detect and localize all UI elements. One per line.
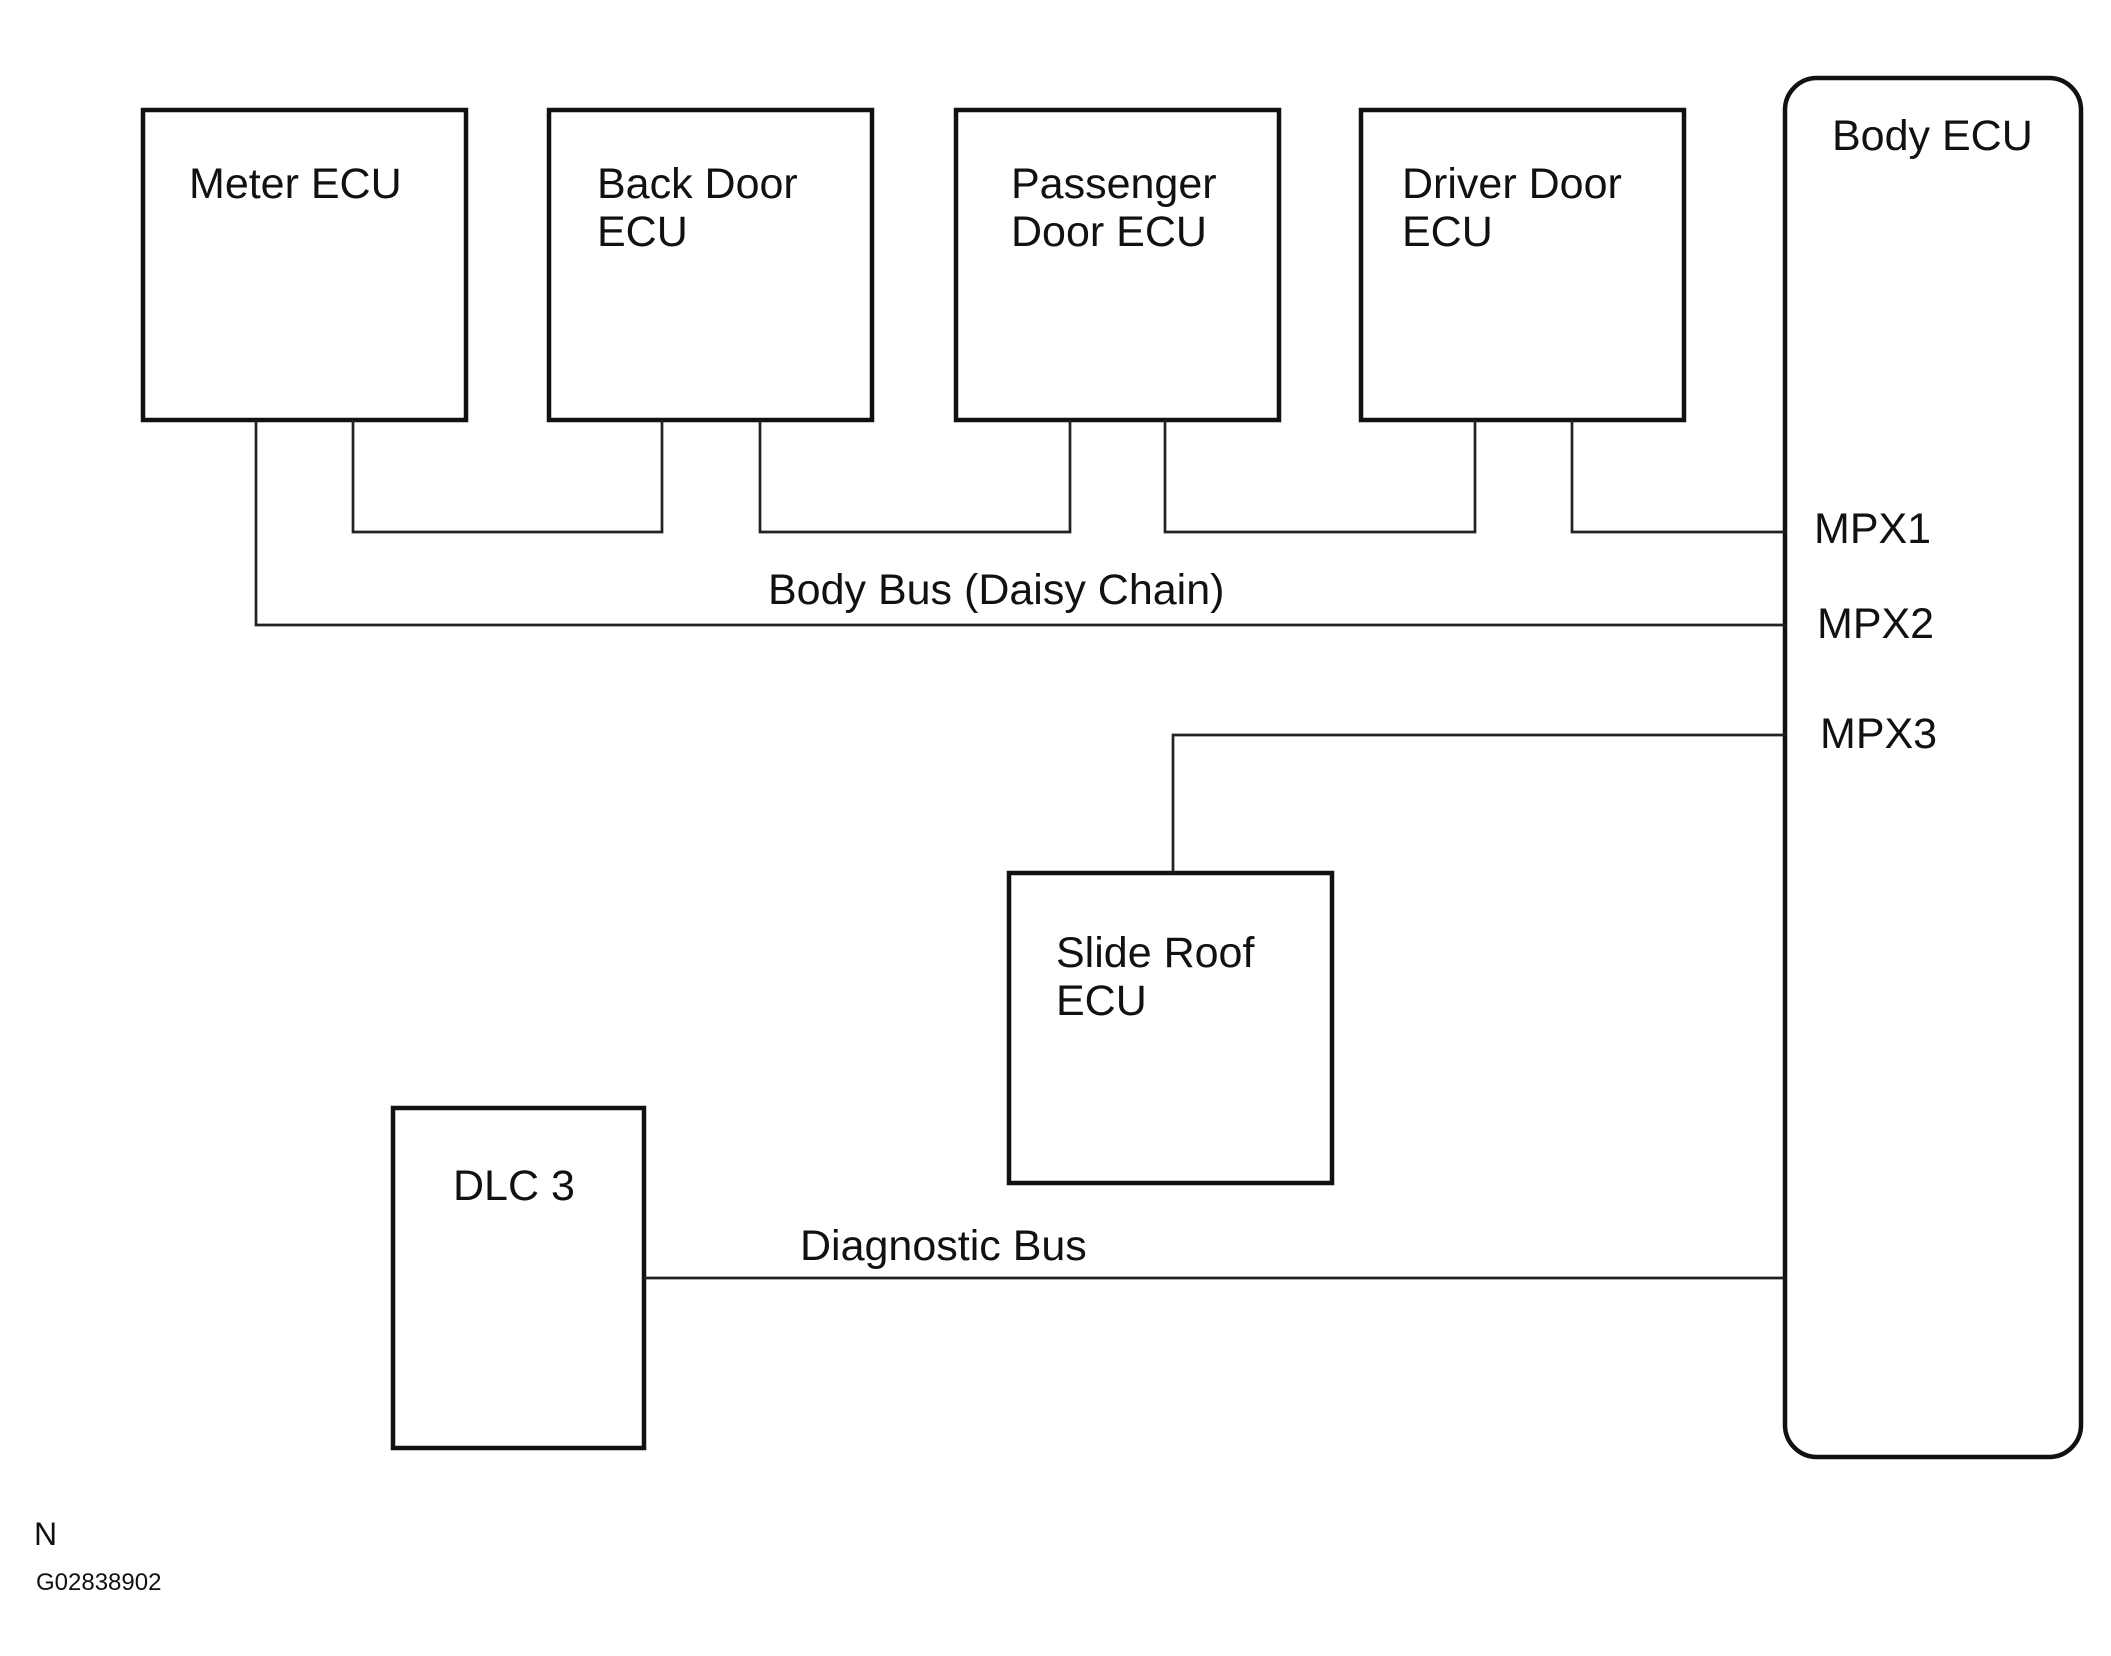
orientation-mark: N bbox=[34, 1516, 57, 1552]
dlc3-label: DLC 3 bbox=[453, 1162, 575, 1210]
body-bus-meter-to-mpx2 bbox=[254, 420, 1785, 627]
slide-roof-ecu-label-line2: ECU bbox=[1056, 977, 1147, 1025]
body-ecu-label: Body ECU bbox=[1832, 112, 2033, 160]
passenger-door-ecu-box bbox=[953, 107, 1282, 423]
diagnostic-bus-label: Diagnostic Bus bbox=[800, 1222, 1087, 1270]
daisy-chain-meter-to-back-door bbox=[351, 420, 664, 534]
body-ecu-box bbox=[1782, 75, 2084, 1460]
meter-ecu-label: Meter ECU bbox=[189, 160, 402, 208]
driver-door-ecu-box bbox=[1358, 107, 1687, 423]
body-bus-label: Body Bus (Daisy Chain) bbox=[768, 566, 1224, 614]
mpx2-port-label: MPX2 bbox=[1817, 600, 1934, 648]
daisy-chain-back-door-to-passenger-door bbox=[758, 420, 1072, 534]
mpx3-to-slide-roof-line bbox=[1171, 733, 1785, 873]
driver-door-ecu-label-line2: ECU bbox=[1402, 208, 1493, 256]
daisy-chain-driver-door-to-mpx1 bbox=[1570, 420, 1785, 534]
slide-roof-ecu-box bbox=[1006, 870, 1335, 1186]
back-door-ecu-label-line2: ECU bbox=[597, 208, 688, 256]
mpx1-port-label: MPX1 bbox=[1814, 505, 1931, 553]
back-door-ecu-label-line1: Back Door bbox=[597, 160, 798, 208]
meter-ecu-box bbox=[140, 107, 469, 423]
passenger-door-ecu-label-line2: Door ECU bbox=[1011, 208, 1207, 256]
driver-door-ecu-label-line1: Driver Door bbox=[1402, 160, 1622, 208]
mpx3-port-label: MPX3 bbox=[1820, 710, 1937, 758]
back-door-ecu-box bbox=[546, 107, 875, 423]
daisy-chain-passenger-door-to-driver-door bbox=[1163, 420, 1477, 534]
dlc3-box bbox=[390, 1105, 647, 1451]
figure-code: G02838902 bbox=[36, 1569, 161, 1596]
passenger-door-ecu-label-line1: Passenger bbox=[1011, 160, 1217, 208]
slide-roof-ecu-label-line1: Slide Roof bbox=[1056, 929, 1255, 977]
